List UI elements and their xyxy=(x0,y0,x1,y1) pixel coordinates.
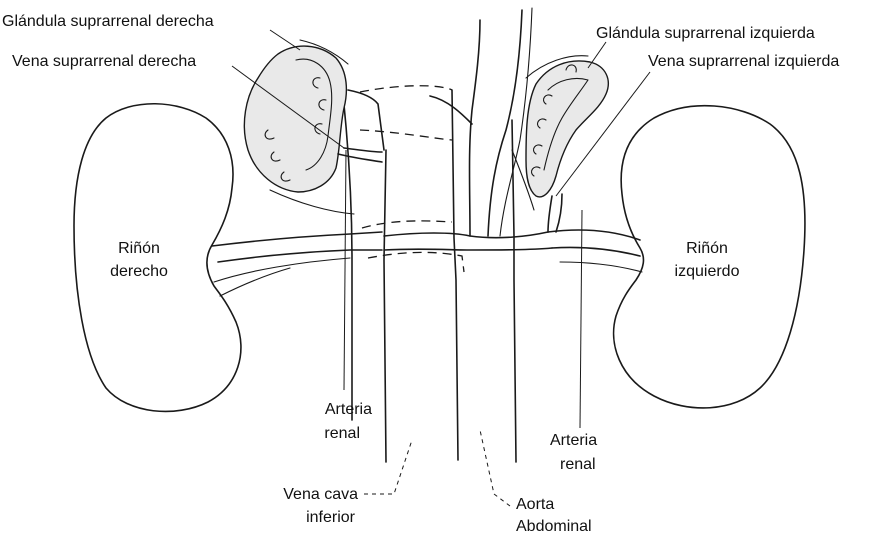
label-left-vein: Vena suprarrenal izquierda xyxy=(648,53,839,70)
right-hilum-branch xyxy=(220,268,290,296)
leader-vena-cava xyxy=(364,440,412,494)
leader-aorta xyxy=(480,430,510,506)
leader-right-gland xyxy=(270,30,300,50)
left-adrenal-vein xyxy=(548,196,552,232)
right-adrenal-gland xyxy=(244,46,346,192)
label-left-artery-line2: renal xyxy=(560,456,596,473)
label-right-artery-line2: renal xyxy=(324,425,360,442)
label-left-kidney-line1: Riñón xyxy=(686,240,728,257)
right-adrenal-artery-inf xyxy=(270,190,354,214)
left-renal-vein xyxy=(548,230,640,240)
label-right-vein: Vena suprarrenal derecha xyxy=(12,53,196,70)
left-renal-vein-lower xyxy=(552,247,640,256)
label-left-gland: Glándula suprarrenal izquierda xyxy=(596,25,815,42)
left-renal-artery-branch xyxy=(560,262,642,272)
right-adrenal-vein-2 xyxy=(338,154,382,162)
label-vena-cava-line2: inferior xyxy=(306,509,356,526)
aorta-crossing xyxy=(384,232,548,238)
vena-cava-wall-right xyxy=(384,150,386,462)
vena-cava-wall-left xyxy=(342,86,352,420)
left-adrenal-gland xyxy=(526,61,608,197)
label-aorta-line1: Aorta xyxy=(516,496,554,513)
label-right-kidney-line1: Riñón xyxy=(118,240,160,257)
celiac-branch-2 xyxy=(488,10,522,236)
dashed-outline-mid xyxy=(362,221,452,228)
celiac-branch-1 xyxy=(470,20,481,236)
left-adrenal-vein-2 xyxy=(556,194,562,232)
vena-cava-top xyxy=(348,90,384,150)
right-kidney xyxy=(74,104,241,412)
label-aorta-line2: Abdominal xyxy=(516,518,592,533)
label-right-gland: Glándula suprarrenal derecha xyxy=(2,13,214,30)
label-left-artery-line1: Arteria xyxy=(550,432,597,449)
right-renal-vein xyxy=(212,232,382,246)
leader-right-artery xyxy=(344,150,346,390)
label-vena-cava-line1: Vena cava xyxy=(283,486,358,503)
aorta-crossing-lower xyxy=(384,248,552,250)
dashed-outline-upper xyxy=(360,86,452,92)
label-left-kidney-line2: izquierdo xyxy=(675,263,740,280)
label-right-kidney-line2: derecho xyxy=(110,263,168,280)
dashed-outline-upper-2 xyxy=(360,130,452,140)
right-renal-vein-lower xyxy=(218,250,382,262)
label-right-artery-line1: Arteria xyxy=(325,401,372,418)
right-adrenal-vein xyxy=(344,148,382,152)
aorta-wall-left xyxy=(452,90,458,460)
celiac-loop xyxy=(430,96,472,124)
dashed-outline-low xyxy=(368,252,464,272)
leader-left-artery xyxy=(580,210,582,428)
